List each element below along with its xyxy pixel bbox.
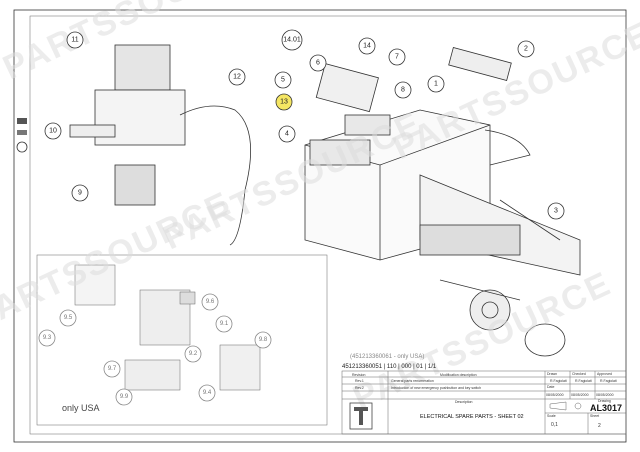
svg-text:9.6: 9.6 — [206, 299, 215, 305]
date-checked: 08/05/2000 — [571, 393, 589, 397]
callout-1: 1 — [427, 75, 445, 93]
callout-9-6: 9.6 — [201, 293, 219, 311]
callout-9-5: 9.5 — [59, 309, 77, 327]
sheet-number: 2 — [598, 423, 601, 429]
svg-text:4: 4 — [285, 131, 289, 138]
callout-9-1: 9.1 — [215, 315, 233, 333]
title-block: (451213360061 - only USA) 451213360051 |… — [341, 354, 627, 435]
inset-parts — [74, 264, 261, 391]
callout-9-3: 9.3 — [38, 329, 56, 347]
inset-detail-box — [36, 254, 328, 426]
company-logo — [349, 402, 373, 430]
callout-12: 12 — [228, 68, 246, 86]
control-panel-assembly — [309, 47, 512, 166]
date-approved: 08/05/2000 — [596, 393, 614, 397]
callout-9-7: 9.7 — [103, 360, 121, 378]
rev-2: Rev.2 — [355, 386, 364, 390]
inner-frame — [29, 15, 627, 435]
projection-symbol — [549, 401, 582, 411]
checked-label: Checked — [572, 372, 586, 376]
scale-value: 0,1 — [551, 422, 558, 428]
callout-4: 4 — [278, 125, 296, 143]
svg-text:10: 10 — [49, 128, 57, 135]
callout-9-8: 9.8 — [254, 331, 272, 349]
callout-14-01: 14.01 — [281, 29, 303, 51]
svg-text:9.3: 9.3 — [43, 335, 52, 341]
part-code: 451213360051 | 110 | 000 | 01 | 1/1 — [342, 364, 437, 370]
svg-text:7: 7 — [395, 54, 399, 61]
alt-part-code: (451213360061 - only USA) — [350, 354, 424, 360]
svg-text:13: 13 — [280, 99, 288, 106]
approved-label: Approved — [597, 372, 612, 376]
rev-1: Rev.1 — [355, 379, 364, 383]
svg-text:5: 5 — [281, 77, 285, 84]
callout-5: 5 — [274, 71, 292, 89]
approved-by: R.Fagiolati — [600, 379, 617, 383]
drawn-by: R.Fagiolati — [550, 379, 567, 383]
svg-text:3: 3 — [554, 208, 558, 215]
svg-text:2: 2 — [524, 46, 528, 53]
svg-text:6: 6 — [316, 60, 320, 67]
drawn-label: Drawn — [547, 372, 557, 376]
svg-text:8: 8 — [401, 87, 405, 94]
desc-header: Modification description — [440, 373, 477, 377]
svg-text:9.9: 9.9 — [120, 394, 129, 400]
generator-assembly — [69, 44, 251, 246]
svg-text:9.4: 9.4 — [203, 390, 212, 396]
callout-9-9: 9.9 — [115, 388, 133, 406]
rev-2-desc: Introduction of new emergency pushbutton… — [391, 386, 481, 390]
checked-by: R.Fagiolati — [575, 379, 592, 383]
callout-8: 8 — [394, 81, 412, 99]
rev-header: Revision — [352, 373, 365, 377]
callout-2: 2 — [517, 40, 535, 58]
description-label: Description — [455, 400, 473, 404]
inset-note: only USA — [62, 403, 100, 413]
svg-text:14: 14 — [363, 43, 371, 50]
callout-11: 11 — [66, 31, 84, 49]
callout-9-2: 9.2 — [184, 345, 202, 363]
svg-text:PARTSSOURCE: PARTSSOURCE — [387, 14, 640, 167]
svg-text:1: 1 — [434, 81, 438, 88]
svg-text:9.2: 9.2 — [189, 351, 198, 357]
svg-text:9.7: 9.7 — [108, 366, 117, 372]
svg-text:9.1: 9.1 — [220, 321, 229, 327]
callout-10: 10 — [44, 122, 62, 140]
callout-13: 13 — [275, 93, 293, 111]
callout-9-4: 9.4 — [198, 384, 216, 402]
scale-label: Scale — [547, 414, 556, 418]
callout-9: 9 — [71, 184, 89, 202]
svg-text:9.5: 9.5 — [64, 315, 73, 321]
drawing-label: Drawing — [598, 399, 611, 403]
svg-text:14.01: 14.01 — [283, 37, 301, 44]
sheet-title: ELECTRICAL SPARE PARTS - SHEET 02 — [420, 414, 524, 420]
svg-text:9: 9 — [78, 190, 82, 197]
svg-text:PARTSSOURCE: PARTSSOURCE — [0, 184, 237, 337]
callout-7: 7 — [388, 48, 406, 66]
sheet-label: Sheet — [590, 414, 599, 418]
callout-3: 3 — [547, 202, 565, 220]
rev-1-desc: General parts renumeration — [391, 379, 434, 383]
svg-text:12: 12 — [233, 74, 241, 81]
callout-6: 6 — [309, 54, 327, 72]
date-drawn: 08/05/2000 — [546, 393, 564, 397]
date-label: Date — [547, 385, 554, 389]
side-icons — [16, 118, 28, 153]
drawing-number: AL3017 — [590, 403, 622, 413]
svg-text:9.8: 9.8 — [259, 337, 268, 343]
svg-text:11: 11 — [71, 37, 78, 44]
callout-14: 14 — [358, 37, 376, 55]
